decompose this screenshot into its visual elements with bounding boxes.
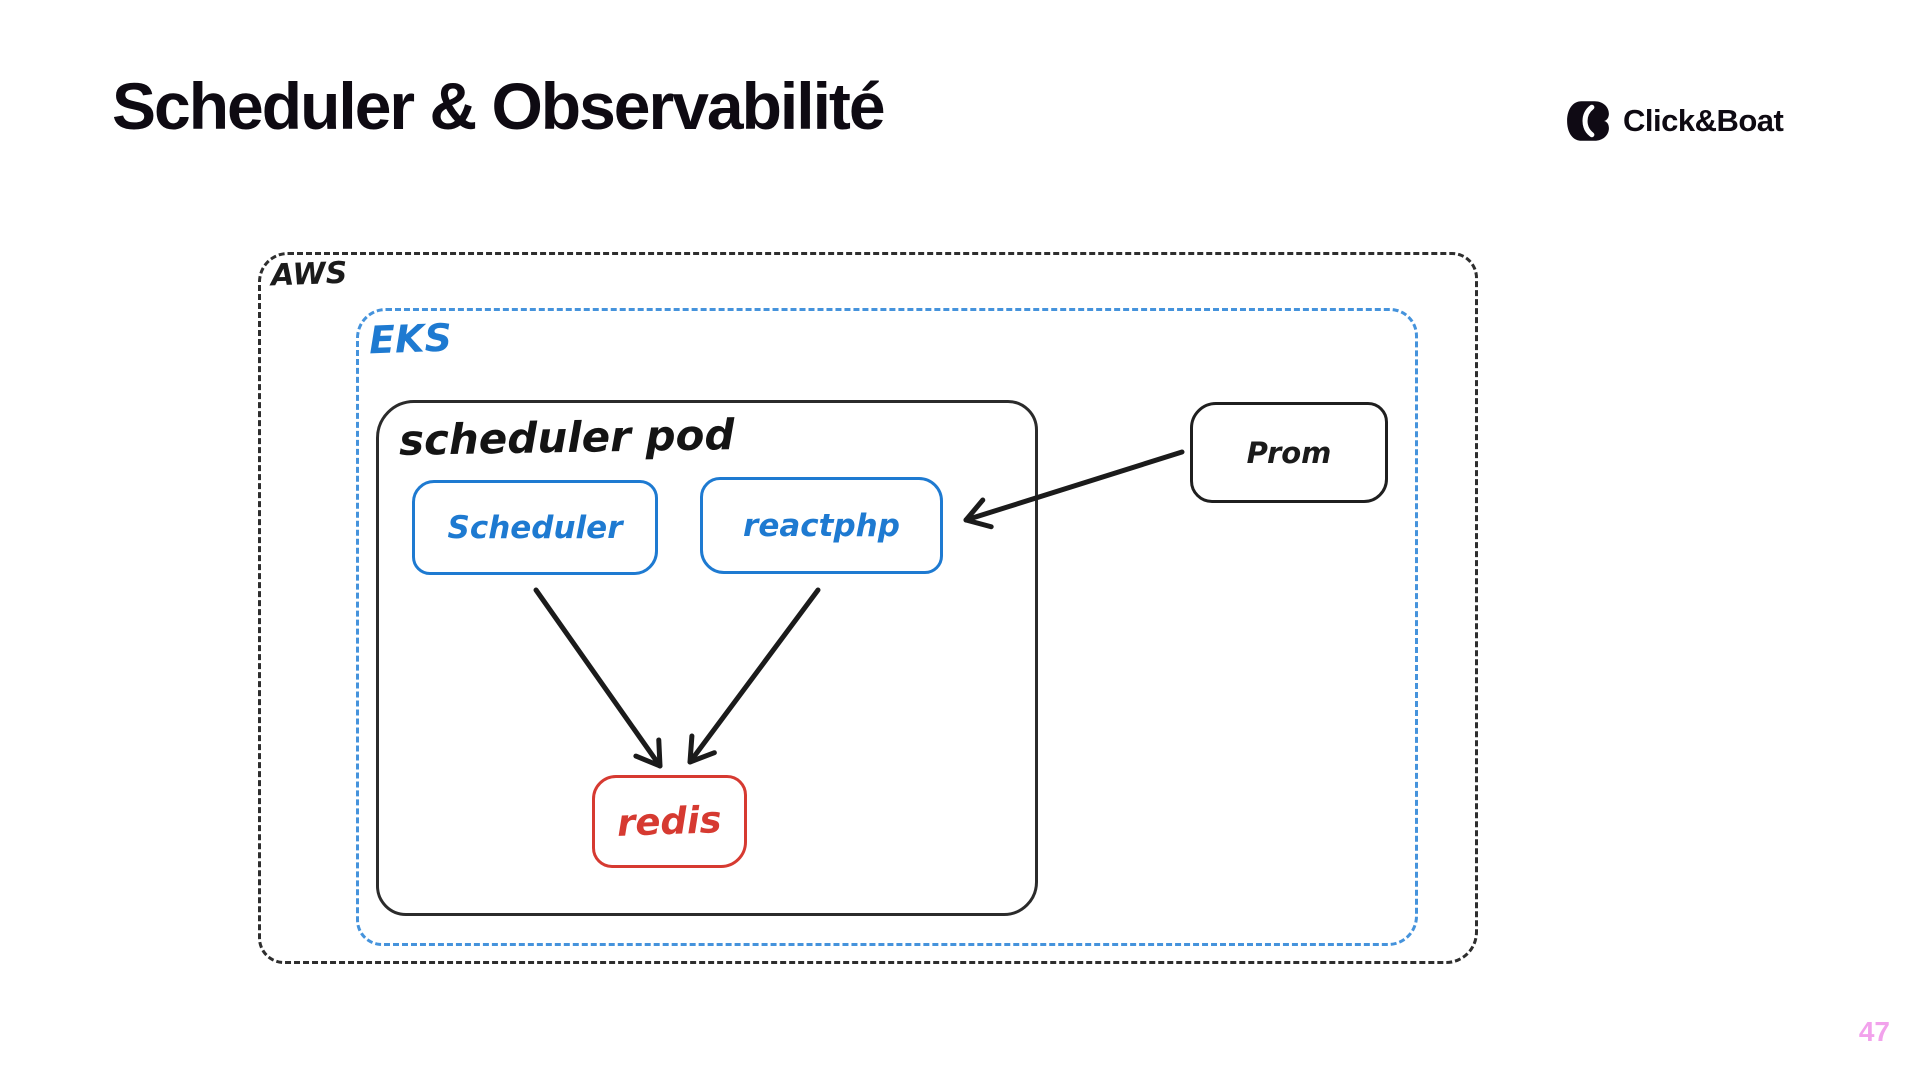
- scheduler-pod-label: scheduler pod: [398, 410, 735, 465]
- eks-container-box: EKS: [356, 308, 1418, 946]
- brand-name: Click&Boat: [1623, 103, 1784, 138]
- node-reactphp-label: reactphp: [743, 507, 900, 544]
- node-scheduler-label: Scheduler: [447, 509, 623, 546]
- node-reactphp: reactphp: [700, 477, 943, 574]
- brand-logo: Click&Boat: [1566, 100, 1784, 142]
- eks-label: EKS: [368, 315, 453, 363]
- aws-label: AWS: [270, 255, 348, 294]
- node-prom-label: Prom: [1246, 435, 1332, 470]
- scheduler-pod-box: scheduler pod: [376, 400, 1038, 916]
- node-redis: redis: [592, 775, 747, 868]
- clickandboat-logo-icon: [1567, 101, 1609, 141]
- node-scheduler: Scheduler: [412, 480, 658, 575]
- node-redis-label: redis: [616, 798, 723, 845]
- page-number: 47: [1858, 1016, 1890, 1047]
- node-prom: Prom: [1190, 402, 1388, 503]
- aws-container-box: AWS: [258, 252, 1478, 964]
- page-title: Scheduler & Observabilité: [112, 69, 886, 143]
